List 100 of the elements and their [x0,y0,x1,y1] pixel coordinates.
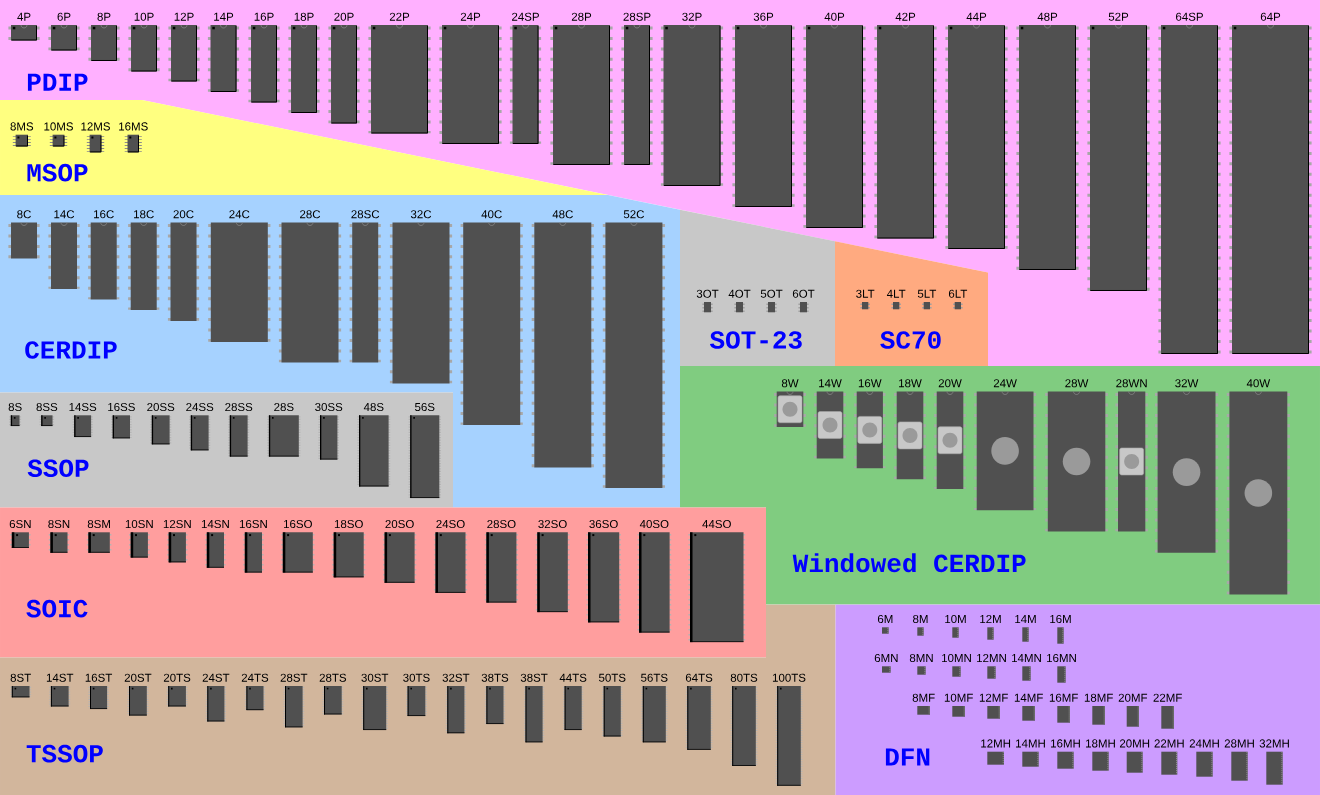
package-label: 48S [363,402,384,412]
package-label: 28ST [280,673,308,682]
package-label: 50TS [598,673,626,682]
package-label: 20P [334,12,354,21]
package-label: 14MN [1012,654,1041,662]
package-label: 28WN [1116,379,1147,388]
package-label: 10MS [44,122,73,131]
package-label: 28SP [623,12,651,21]
package-label: 64TS [685,673,713,682]
package-label: 64SP [1176,12,1203,21]
package-label: 28W [1065,379,1089,388]
package-label: 8P [97,12,111,21]
package-label: 30ST [361,673,389,682]
package-label: 48P [1037,12,1058,21]
package-label: 32MH [1259,739,1289,748]
package-label: 12MS [81,122,110,131]
package-label: 18C [134,210,154,219]
package-label: 28MH [1224,739,1254,748]
package-label: 18W [899,379,922,388]
package-label: 20SO [385,519,414,529]
package-label: 10SN [125,519,153,529]
package-label: 16MS [119,122,148,131]
package-label: 14M [1015,615,1036,623]
package-label: 20MF [1118,693,1148,702]
package-label: 14P [214,12,234,21]
package-label: 80TS [730,673,758,682]
package-label: 38ST [520,673,548,682]
package-label: 18MF [1084,693,1113,702]
package-label: 4LT [886,289,906,298]
package-label: 20SS [147,402,175,412]
package-label: 8SS [36,402,58,412]
package-label: 24C [229,210,250,219]
package-label: 20W [938,379,962,388]
package-label: 8W [781,379,799,388]
package-label: 14MF [1014,693,1043,702]
package-label: 24TS [241,673,269,682]
package-label: 22MF [1153,693,1182,702]
package-label: 8SM [87,519,110,529]
package-label: 16M [1050,614,1071,624]
package-label: 14SN [201,519,229,529]
package-label: 6LT [948,289,968,298]
package-label: 28SC [351,210,380,219]
package-label: 32W [1175,379,1199,388]
package-label: 18P [294,12,314,21]
package-label: 32SO [538,519,567,529]
package-label: 44P [966,12,987,21]
package-label: 16MN [1047,653,1076,663]
package-label: 12MN [977,653,1006,662]
package-label: 6SN [9,519,31,529]
package-label: 24P [460,12,481,21]
package-label: 20C [173,210,194,219]
package-label: 24MH [1189,739,1219,748]
package-label: 16SN [239,519,267,529]
package-label: 40SO [639,519,669,529]
package-label: 10P [134,12,154,21]
package-label: 32ST [442,673,470,682]
package-label: 3OT [696,289,719,298]
package-label: 18SO [334,519,363,529]
package-label: 8C [17,210,31,219]
package-label: 28C [300,210,321,219]
package-label: 44TS [559,673,587,682]
package-label: 52P [1108,12,1129,21]
package-label: 30SS [315,402,343,412]
package-label: 14W [819,379,842,388]
package-label: 3LT [856,289,875,298]
package-label: 10MN [942,653,971,663]
package-label: 30TS [403,673,430,682]
package-label: 12P [174,12,194,21]
package-label: 24ST [202,673,230,682]
package-label: 32P [682,12,702,21]
package-label: 8MF [912,693,935,702]
package-label: 28TS [319,673,347,682]
package-label: 16W [858,379,882,388]
package-label: 14C [54,210,75,219]
package-label: 28S [274,402,294,412]
package-label: 20ST [124,673,152,682]
package-label: 52C [623,210,644,219]
package-label: 56S [415,402,435,412]
package-label: 6P [57,12,71,21]
package-label: 20MH [1119,739,1150,748]
package-label: 16MH [1051,739,1080,748]
package-label: 42P [895,12,916,21]
package-label: 22P [389,12,410,21]
package-label: 8MN [909,653,933,663]
package-label: 5OT [760,289,783,298]
package-label: 64P [1260,12,1281,21]
package-label: 12M [980,614,1001,623]
package-label: 48C [552,210,573,219]
package-label: 22MH [1154,739,1184,748]
package-label: 4OT [728,289,751,298]
package-label: 16ST [85,673,113,682]
package-label: 8MS [10,122,34,131]
package-label: 36P [753,12,774,21]
package-label: 24SP [512,12,539,21]
package-label: 5LT [917,289,937,298]
package-label: 8ST [10,673,31,682]
package-label: 14ST [46,673,74,682]
package-label: 36SO [589,519,618,529]
package-label: 44SO [702,519,731,529]
package-label: 6M [877,614,893,624]
